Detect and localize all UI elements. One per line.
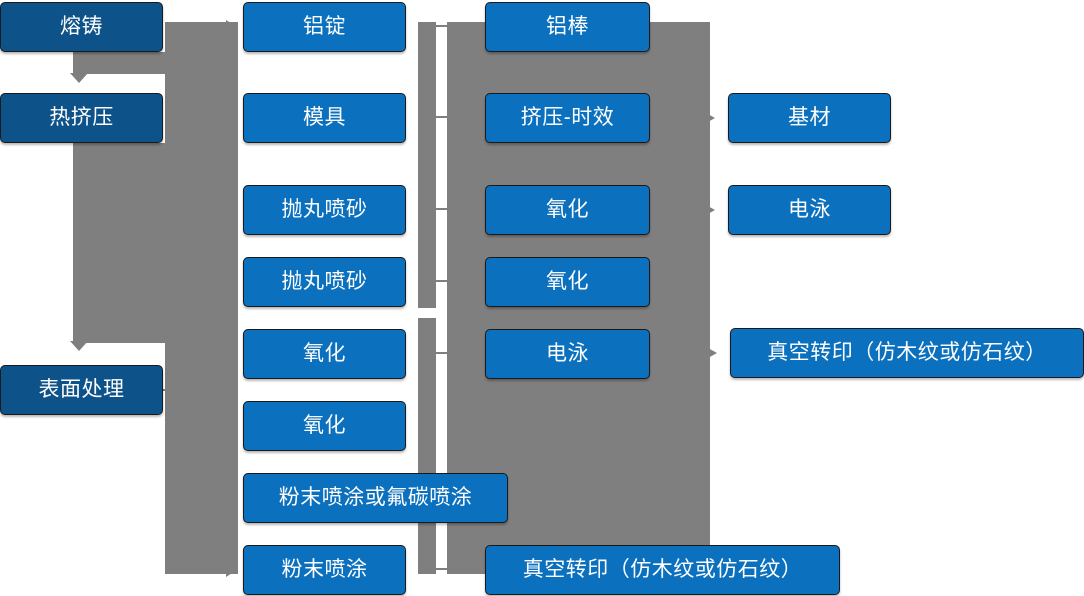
node-oxidation-3[interactable]: 氧化	[485, 185, 650, 235]
arrow-to-base-material	[706, 113, 715, 123]
connector-spine-upper	[418, 22, 436, 308]
node-aluminum-ingot[interactable]: 铝锭	[243, 2, 406, 52]
node-oxidation-4-label: 氧化	[546, 270, 589, 294]
node-powder-or-pvdf-label: 粉末喷涂或氟碳喷涂	[278, 486, 473, 510]
connector-tick-4	[436, 280, 450, 282]
stage-hot-extrusion-label: 热挤压	[49, 106, 114, 130]
connector-to-vacuum-transfer-right	[700, 352, 714, 354]
connector-tick-2	[436, 116, 450, 118]
arrow-to-aluminum-ingot	[226, 20, 237, 34]
connector-tick-5	[436, 352, 450, 354]
arrow-to-oxidation-1	[226, 347, 237, 361]
node-oxidation-2[interactable]: 氧化	[243, 401, 406, 451]
arrow-to-oxidation-2	[226, 419, 237, 433]
arrow-to-electrophoresis-2	[706, 205, 715, 215]
node-vacuum-transfer-right-label: 真空转印（仿木纹或仿石纹）	[767, 341, 1047, 365]
stage-melt-cast-label: 熔铸	[60, 15, 103, 39]
arrow-down-melt-to-extrusion	[70, 73, 88, 83]
node-shot-blasting-2[interactable]: 抛丸喷砂	[243, 257, 406, 307]
node-electrophoresis-1[interactable]: 电泳	[485, 329, 650, 379]
connector-spine-lower	[418, 318, 436, 574]
node-extrusion-aging[interactable]: 挤压-时效	[485, 93, 650, 143]
node-powder-coating[interactable]: 粉末喷涂	[243, 545, 406, 595]
node-aluminum-ingot-label: 铝锭	[303, 15, 346, 39]
connector-tick-1	[436, 25, 450, 27]
connector-stub-melt-to-extrusion	[73, 52, 165, 74]
node-extrusion-aging-label: 挤压-时效	[520, 106, 615, 130]
connector-trunk-left	[165, 22, 238, 574]
node-oxidation-2-label: 氧化	[303, 414, 346, 438]
node-electrophoresis-2-label: 电泳	[788, 198, 831, 222]
node-oxidation-3-label: 氧化	[546, 198, 589, 222]
arrow-down-extrusion-to-surface	[70, 341, 88, 351]
node-shot-blasting-1-label: 抛丸喷砂	[281, 198, 368, 222]
arrow-to-shot-blasting-2	[226, 275, 237, 289]
node-oxidation-4[interactable]: 氧化	[485, 257, 650, 307]
node-mold[interactable]: 模具	[243, 93, 406, 143]
stage-hot-extrusion[interactable]: 热挤压	[0, 93, 163, 143]
connector-tick-3	[436, 208, 450, 210]
node-mold-label: 模具	[303, 106, 346, 130]
arrow-to-powder-or-pvdf	[226, 491, 237, 505]
node-shot-blasting-2-label: 抛丸喷砂	[281, 270, 368, 294]
arrow-to-powder-coating	[226, 563, 237, 577]
node-shot-blasting-1[interactable]: 抛丸喷砂	[243, 185, 406, 235]
stage-melt-cast[interactable]: 熔铸	[0, 2, 163, 52]
node-base-material[interactable]: 基材	[728, 93, 891, 143]
node-powder-or-pvdf[interactable]: 粉末喷涂或氟碳喷涂	[243, 473, 508, 523]
arrow-to-vacuum-transfer-right	[708, 348, 717, 358]
connector-surface-to-trunk	[163, 389, 177, 391]
node-oxidation-1-label: 氧化	[303, 342, 346, 366]
node-aluminum-rod-label: 铝棒	[546, 15, 589, 39]
arrow-to-mold	[226, 111, 237, 125]
node-vacuum-transfer-bottom[interactable]: 真空转印（仿木纹或仿石纹）	[485, 545, 840, 595]
node-powder-coating-label: 粉末喷涂	[281, 558, 368, 582]
node-oxidation-1[interactable]: 氧化	[243, 329, 406, 379]
connector-stub-extrusion-down	[73, 143, 165, 343]
node-base-material-label: 基材	[788, 106, 831, 130]
arrow-to-shot-blasting-1	[226, 203, 237, 217]
connector-tick-6	[436, 568, 450, 570]
node-vacuum-transfer-right[interactable]: 真空转印（仿木纹或仿石纹）	[730, 328, 1084, 378]
node-electrophoresis-2[interactable]: 电泳	[728, 185, 891, 235]
node-electrophoresis-1-label: 电泳	[546, 342, 589, 366]
node-aluminum-rod[interactable]: 铝棒	[485, 2, 650, 52]
stage-surface-treatment[interactable]: 表面处理	[0, 365, 163, 415]
stage-surface-treatment-label: 表面处理	[38, 378, 125, 402]
node-vacuum-transfer-bottom-label: 真空转印（仿木纹或仿石纹）	[522, 558, 803, 582]
